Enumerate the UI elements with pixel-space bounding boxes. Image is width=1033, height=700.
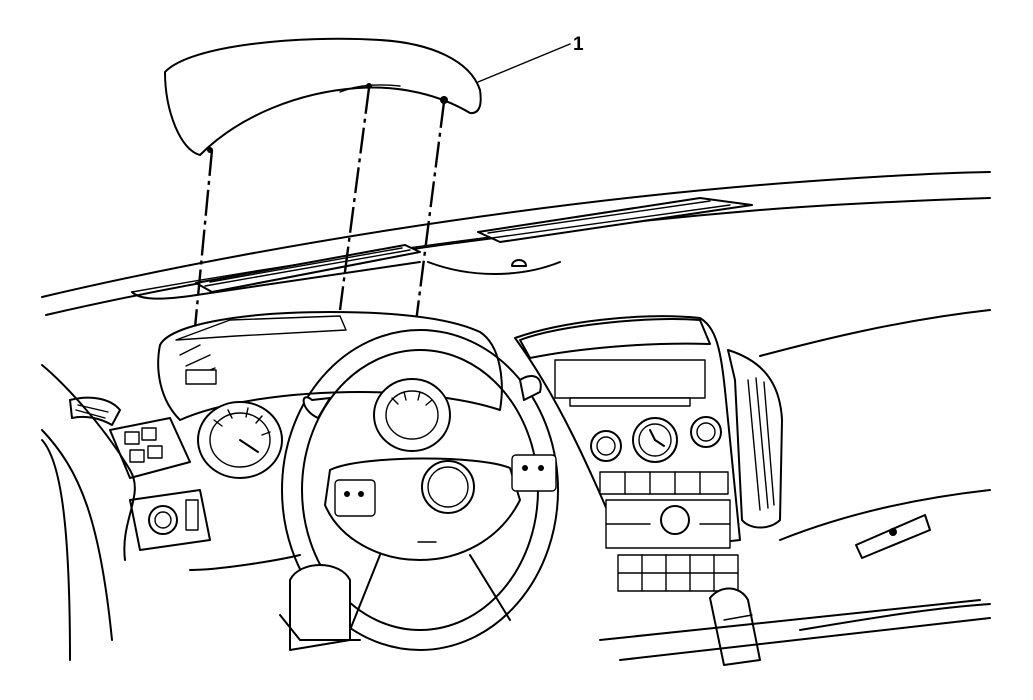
instrument-panel-right [759,309,991,631]
speedometer [197,401,283,479]
floor-console [599,599,991,661]
side-air-vent-right [727,349,783,529]
instrument-panel-upper [41,171,991,316]
steering-wheel [281,329,559,651]
tachometer [373,378,451,452]
defroster-vent-right [477,197,753,243]
callout-1: 1 [477,34,584,83]
defroster-vent-left [195,244,421,293]
headlamp-switch [129,489,211,551]
driver-switch-panel [109,417,191,479]
cluster-hood [157,311,503,421]
sunload-sensor [427,259,561,275]
cluster-trim-plate [164,37,482,156]
center-stack [514,315,741,592]
callout-label-1: 1 [573,34,584,55]
steering-column [279,564,361,651]
door-panel-left [41,364,301,661]
